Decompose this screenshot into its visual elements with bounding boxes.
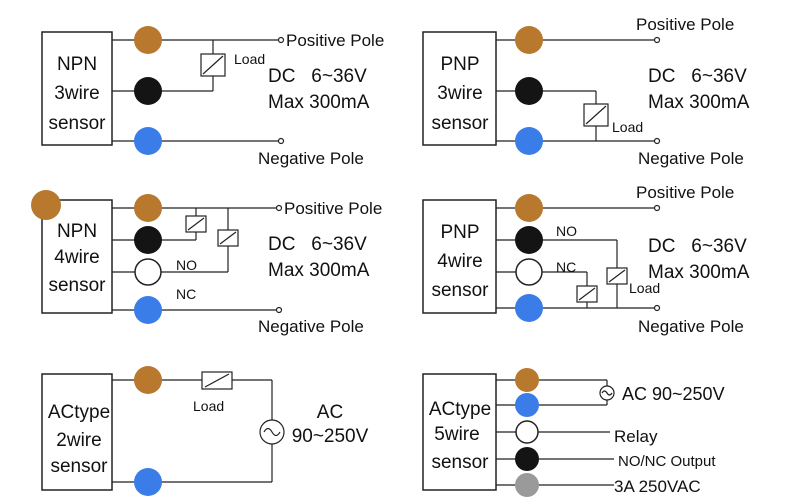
brown-wire-dot [515, 368, 539, 392]
load-label: Load [234, 51, 265, 67]
panel-ac-5wire: ACtype 5wire sensor AC 90~250V Relay NO/… [422, 368, 725, 497]
box-line-2: 4wire [437, 251, 482, 272]
box-line-3: sensor [431, 452, 489, 473]
box-line-3: sensor [48, 113, 106, 134]
brown-wire-dot [31, 190, 61, 220]
white-wire-dot [515, 420, 539, 444]
negative-pole-label: Negative Pole [638, 149, 744, 168]
gray-wire-dot [515, 473, 539, 497]
box-line-2: 4wire [54, 247, 99, 268]
box-line-1: NPN [57, 221, 97, 242]
voltage-label: DC 6~36V [648, 66, 747, 87]
terminal-dot [277, 137, 285, 145]
black-wire-dot [134, 77, 162, 105]
terminal-dot [653, 137, 661, 145]
box-line-2: 3wire [54, 83, 99, 104]
load-label: Load [193, 398, 224, 414]
no-label: NO [556, 223, 577, 239]
load-label: Load [612, 119, 643, 135]
nc-label: NC [176, 286, 196, 302]
voltage-label: DC 6~36V [268, 234, 367, 255]
box-line-1: PNP [440, 222, 479, 243]
brown-wire-dot [134, 194, 162, 222]
negative-pole-label: Negative Pole [638, 317, 744, 336]
sensor-box [41, 199, 113, 314]
relay-label: Relay [614, 427, 658, 446]
sensor-box [422, 373, 497, 491]
current-label: Max 300mA [648, 92, 750, 113]
brown-wire-dot [134, 366, 162, 394]
black-wire-dot [515, 226, 543, 254]
blue-wire-dot [515, 393, 539, 417]
current-label: Max 300mA [268, 92, 370, 113]
box-line-2: 3wire [437, 83, 482, 104]
box-line-1: PNP [440, 54, 479, 75]
box-line-3: sensor [50, 456, 108, 477]
blue-wire-dot [515, 127, 543, 155]
positive-pole-label: Positive Pole [636, 15, 734, 34]
blue-wire-dot [134, 468, 162, 496]
brown-wire-dot [515, 26, 543, 54]
white-wire-dot [134, 258, 162, 286]
panel-pnp-4wire: PNP 4wire sensor NO NC Load Positive Pol… [422, 183, 750, 336]
terminal-dot [275, 306, 283, 314]
positive-pole-label: Positive Pole [636, 183, 734, 202]
white-wire-dot [515, 258, 543, 286]
box-line-1: ACtype [429, 399, 491, 420]
ac-range-label: 90~250V [292, 426, 369, 447]
ac-range-label: AC 90~250V [622, 384, 725, 404]
positive-pole-label: Positive Pole [284, 199, 382, 218]
brown-wire-dot [515, 194, 543, 222]
terminal-dot [277, 36, 285, 44]
box-line-1: ACtype [48, 402, 110, 423]
voltage-label: DC 6~36V [648, 236, 747, 257]
black-wire-dot [515, 447, 539, 471]
output-label: NO/NC Output [618, 453, 716, 470]
sensor-box [41, 373, 113, 491]
blue-wire-dot [134, 127, 162, 155]
sensor-box [41, 31, 113, 146]
blue-wire-dot [515, 294, 543, 322]
box-line-3: sensor [431, 113, 489, 134]
terminal-dot [653, 204, 661, 212]
current-label: Max 300mA [268, 260, 370, 281]
black-wire-dot [515, 77, 543, 105]
nc-label: NC [556, 259, 576, 275]
box-line-1: NPN [57, 54, 97, 75]
black-wire-dot [134, 226, 162, 254]
box-line-2: 2wire [56, 430, 101, 451]
panel-ac-2wire: ACtype 2wire sensor Load AC 90~250V [41, 366, 369, 496]
sensor-box [422, 199, 497, 314]
panel-npn-3wire: NPN 3wire sensor Load Positive Pole Nega… [41, 26, 384, 168]
load-label: Load [629, 280, 660, 296]
current-label: Max 300mA [648, 262, 750, 283]
negative-pole-label: Negative Pole [258, 317, 364, 336]
box-line-2: 5wire [434, 424, 479, 445]
terminal-dot [653, 304, 661, 312]
panel-pnp-3wire: PNP 3wire sensor Load Positive Pole Nega… [422, 15, 750, 168]
sensor-box [422, 31, 497, 146]
box-line-3: sensor [48, 275, 106, 296]
panel-npn-4wire: NPN 4wire sensor NO NC Positive Pole Neg… [31, 190, 382, 336]
terminal-dot [653, 36, 661, 44]
blue-wire-dot [134, 296, 162, 324]
terminal-dot [275, 204, 283, 212]
voltage-label: DC 6~36V [268, 66, 367, 87]
ac-label: AC [317, 402, 343, 423]
negative-pole-label: Negative Pole [258, 149, 364, 168]
box-line-3: sensor [431, 280, 489, 301]
no-label: NO [176, 257, 197, 273]
rating-label: 3A 250VAC [614, 477, 701, 496]
positive-pole-label: Positive Pole [286, 31, 384, 50]
brown-wire-dot [134, 26, 162, 54]
